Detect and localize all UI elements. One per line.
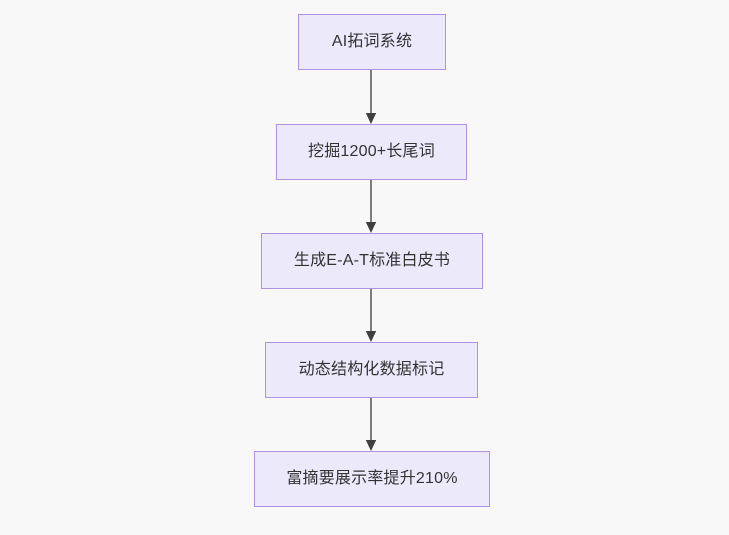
flow-connector-3 bbox=[361, 289, 381, 342]
flow-node-label: 动态结构化数据标记 bbox=[298, 361, 445, 379]
flow-node-rich-snippet-impression-lift[interactable]: 富摘要展示率提升210% bbox=[254, 451, 490, 507]
flow-node-dynamic-structured-data-markup[interactable]: 动态结构化数据标记 bbox=[265, 342, 478, 398]
flow-connector-1 bbox=[361, 70, 381, 124]
flow-node-label: AI拓词系统 bbox=[331, 33, 413, 51]
flow-node-generate-eat-whitepaper[interactable]: 生成E-A-T标准白皮书 bbox=[261, 233, 483, 289]
flow-node-mine-longtail-keywords[interactable]: 挖掘1200+长尾词 bbox=[276, 124, 467, 180]
flow-connector-4 bbox=[361, 397, 381, 451]
flow-node-label: 挖掘1200+长尾词 bbox=[308, 143, 435, 161]
flow-connector-2 bbox=[361, 180, 381, 233]
flow-node-label: 生成E-A-T标准白皮书 bbox=[293, 252, 451, 270]
flow-node-ai-keyword-system[interactable]: AI拓词系统 bbox=[298, 14, 446, 70]
flow-node-label: 富摘要展示率提升210% bbox=[286, 470, 458, 488]
